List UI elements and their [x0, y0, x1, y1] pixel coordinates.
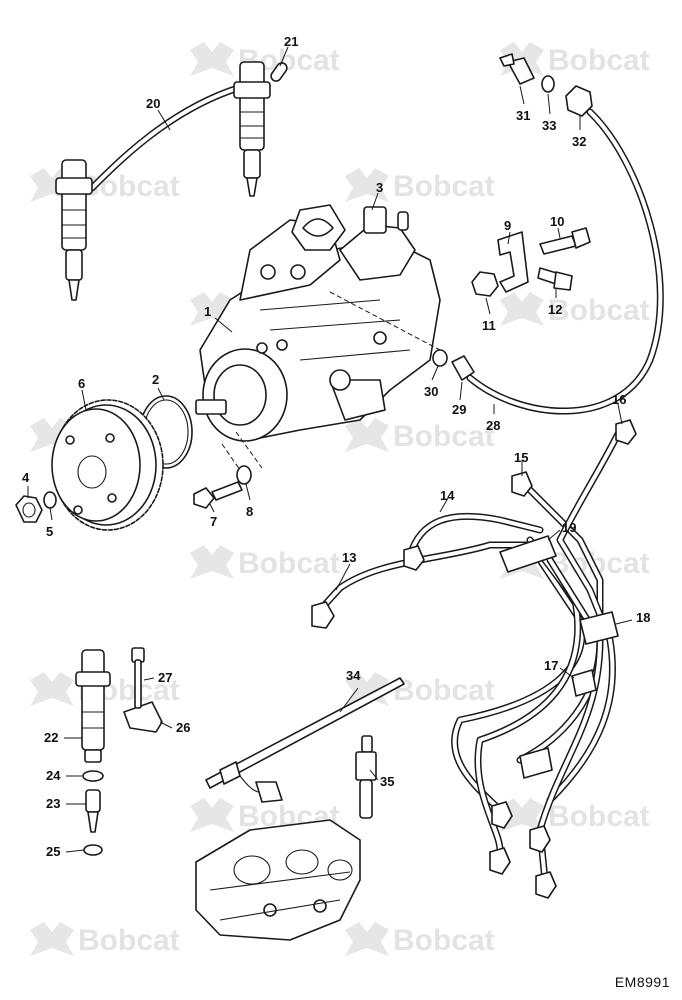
return-cap — [270, 62, 288, 82]
pump-inlet-dash-line — [329, 291, 441, 351]
callout-9: 9 — [504, 218, 511, 233]
callout-22: 22 — [44, 730, 58, 745]
watermark: Bobcat — [190, 545, 340, 580]
injection-pump — [195, 204, 441, 442]
callout-30: 30 — [424, 384, 438, 399]
bracket-nut — [471, 271, 499, 297]
callout-24: 24 — [46, 768, 61, 783]
watermark: Bobcat — [190, 42, 340, 77]
bolt-dash-lines — [221, 431, 263, 471]
watermark-text: Bobcat — [393, 674, 495, 707]
pipe-nuts — [311, 419, 637, 899]
injection-pipes — [316, 426, 624, 884]
glow-plug — [355, 735, 377, 819]
pump-bolt-washer — [236, 465, 252, 485]
bracket — [497, 231, 529, 293]
pipe-clamp-18 — [579, 611, 619, 645]
cylinder-head — [195, 819, 361, 941]
callout-34: 34 — [346, 668, 361, 683]
feed-line — [466, 108, 664, 415]
pump-bolt — [193, 481, 243, 509]
callout-14: 14 — [440, 488, 455, 503]
watermark-text: Bobcat — [393, 420, 495, 453]
nut-32 — [565, 85, 593, 117]
callout-10: 10 — [550, 214, 564, 229]
watermark: Bobcat — [345, 672, 495, 707]
callout-1: 1 — [204, 304, 211, 319]
callout-26: 26 — [176, 720, 190, 735]
callout-3: 3 — [376, 180, 383, 195]
washer-33 — [541, 75, 555, 93]
callout-2: 2 — [152, 372, 159, 387]
callout-35: 35 — [380, 774, 394, 789]
bracket-bolt-lower — [537, 267, 573, 291]
watermark-text: Bobcat — [78, 924, 180, 957]
watermark-text: Bobcat — [238, 547, 340, 580]
fitting-29 — [451, 355, 475, 381]
injector-right — [233, 61, 271, 197]
callout-27: 27 — [158, 670, 172, 685]
watermark-text: Bobcat — [393, 924, 495, 957]
callout-4: 4 — [22, 470, 30, 485]
callout-6: 6 — [78, 376, 85, 391]
drawing-code: EM8991 — [614, 974, 670, 990]
pipe-clamp-19 — [499, 535, 557, 573]
gear-washer — [43, 491, 57, 509]
injector-sleeve-23 — [85, 789, 101, 833]
injector-clamp-26 — [123, 701, 163, 733]
callout-12: 12 — [548, 302, 562, 317]
callout-16: 16 — [612, 392, 626, 407]
watermark-text: Bobcat — [548, 800, 650, 833]
injector-seal-24 — [82, 770, 104, 782]
callout-11: 11 — [482, 318, 496, 333]
callout-15: 15 — [514, 450, 528, 465]
injector-return-line — [88, 84, 242, 192]
watermark-text: Bobcat — [548, 44, 650, 77]
watermark: Bobcat — [500, 292, 650, 327]
callout-19: 19 — [562, 520, 576, 535]
leader-lines — [27, 46, 633, 853]
callout-20: 20 — [146, 96, 160, 111]
watermark: Bobcat — [345, 168, 495, 203]
pipe-clamp-17 — [519, 669, 597, 779]
watermark-text: Bobcat — [393, 170, 495, 203]
banjo-31 — [499, 53, 535, 85]
callout-31: 31 — [516, 108, 530, 123]
watermark-text: Bobcat — [548, 294, 650, 327]
injector-washer-25 — [83, 844, 103, 856]
callout-32: 32 — [572, 134, 586, 149]
callout-33: 33 — [542, 118, 556, 133]
callout-13: 13 — [342, 550, 356, 565]
callout-7: 7 — [210, 514, 217, 529]
watermark: Bobcat — [345, 418, 495, 453]
callouts: 21 20 3 1 2 6 4 5 7 8 9 10 11 12 30 29 2… — [22, 34, 650, 859]
injector-left — [55, 159, 93, 301]
callout-23: 23 — [46, 796, 60, 811]
callout-18: 18 — [636, 610, 650, 625]
glow-plug-bus-bar — [205, 677, 405, 803]
callout-29: 29 — [452, 402, 466, 417]
gear-nut — [15, 495, 43, 523]
drive-gear — [51, 399, 164, 531]
watermark: Bobcat — [30, 922, 180, 957]
bracket-bolt-upper — [539, 227, 591, 255]
callout-8: 8 — [246, 504, 253, 519]
fitting-30 — [432, 349, 448, 367]
callout-28: 28 — [486, 418, 500, 433]
clamp-bolt-27 — [131, 647, 145, 709]
watermark: Bobcat — [500, 798, 650, 833]
watermark: Bobcat — [345, 922, 495, 957]
injector-lower — [75, 649, 111, 763]
callout-21: 21 — [284, 34, 298, 49]
callout-25: 25 — [46, 844, 60, 859]
callout-5: 5 — [46, 524, 53, 539]
callout-17: 17 — [544, 658, 558, 673]
